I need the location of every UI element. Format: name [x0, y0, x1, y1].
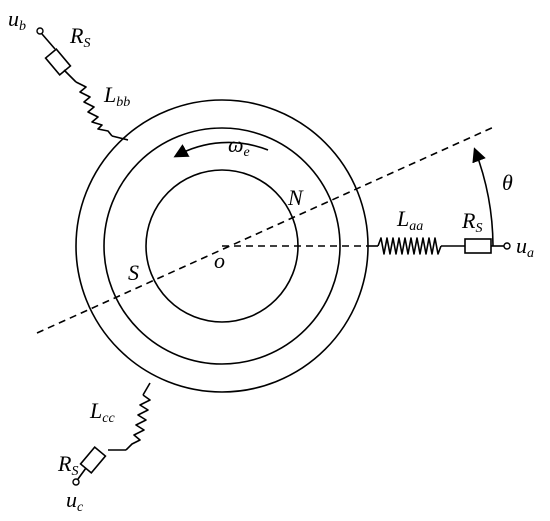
label-rs-a: RS: [461, 208, 482, 236]
label-rs-b: RS: [69, 23, 90, 51]
terminal-b: [36, 27, 44, 35]
label-rs-c: RS: [57, 451, 78, 479]
label-omega: ωe: [228, 132, 250, 160]
omega-arrow: [173, 141, 269, 158]
stator-inner-circle: [103, 127, 341, 365]
label-theta: θ: [502, 170, 513, 195]
label-lbb: Lbb: [103, 82, 130, 110]
terminal-c: [72, 478, 80, 486]
label-uc: uc: [66, 487, 84, 515]
phase-c-circuit: [72, 382, 151, 486]
label-south: S: [128, 260, 139, 285]
resistor-b: [44, 47, 72, 77]
phase-a-circuit: [368, 237, 511, 255]
label-origin: o: [214, 248, 225, 273]
label-ua: ua: [516, 233, 534, 261]
resistor-a: [464, 238, 492, 254]
label-ub: ub: [8, 6, 26, 34]
label-laa: Laa: [396, 206, 423, 234]
theta-arrow: [472, 147, 494, 247]
label-lcc: Lcc: [89, 398, 115, 426]
terminal-a: [503, 242, 511, 250]
phase-b-circuit: [36, 27, 129, 141]
label-north: N: [287, 185, 304, 210]
